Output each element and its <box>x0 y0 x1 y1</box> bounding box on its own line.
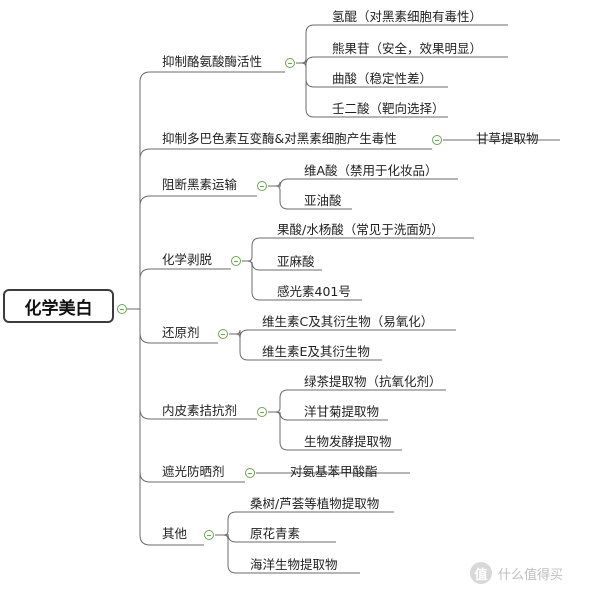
leaf-label: 维生素E及其衍生物 <box>262 344 370 359</box>
leaf-label: 曲酸（稳定性差） <box>332 71 433 86</box>
leaf-label: 海洋生物提取物 <box>250 557 338 572</box>
leaf-connector-line <box>296 62 448 118</box>
branch-label-transport: 阻断黑素运输 <box>162 177 238 192</box>
branch-label-reductant: 还原剂 <box>162 325 200 340</box>
leaf-label: 亚麻酸 <box>277 254 315 269</box>
leaf-label: 生物发酵提取物 <box>304 434 392 449</box>
root-node[interactable]: 化学美白 <box>3 289 114 323</box>
branch-collapse-toggle[interactable] <box>432 135 442 145</box>
leaf-label: 感光素401号 <box>277 284 351 299</box>
leaf-label: 果酸/水杨酸（常见于洗面奶） <box>277 222 444 237</box>
root-collapse-toggle[interactable] <box>117 304 127 314</box>
root-label: 化学美白 <box>24 298 93 319</box>
leaf-label: 桑树/芦荟等植物提取物 <box>250 496 380 511</box>
branch-connector-line <box>139 148 432 309</box>
leaf-label: 壬二酸（靶向选择） <box>332 101 445 116</box>
watermark-text: 什么值得买 <box>498 567 564 583</box>
branch-label-tyrosinase: 抑制酪氨酸酶活性 <box>162 54 263 69</box>
leaf-connector-line <box>229 329 456 339</box>
branch-connector-line <box>139 195 257 309</box>
branch-connector-line <box>139 268 231 309</box>
branch-label-sunscreen: 遮光防晒剂 <box>162 464 225 479</box>
leaf-label: 熊果苷（安全，效果明显） <box>332 41 483 56</box>
branch-collapse-toggle[interactable] <box>218 329 228 339</box>
leaf-label: 原花青素 <box>250 526 301 541</box>
branch-collapse-toggle[interactable] <box>257 181 267 191</box>
branch-collapse-toggle[interactable] <box>231 256 241 266</box>
branch-label-peeling: 化学剥脱 <box>162 252 213 267</box>
leaf-label: 洋甘菊提取物 <box>304 404 380 419</box>
branch-collapse-toggle[interactable] <box>285 58 295 68</box>
branch-collapse-toggle[interactable] <box>257 407 267 417</box>
leaf-label: 对氨基苯甲酸酯 <box>290 464 378 479</box>
branch-collapse-toggle[interactable] <box>245 468 255 478</box>
watermark: 值 什么值得买 <box>470 562 563 584</box>
leaf-label: 甘草提取物 <box>476 131 539 146</box>
leaf-label: 维生素C及其衍生物（易氧化） <box>262 314 434 329</box>
leaf-connector-line <box>268 411 402 451</box>
branch-label-other: 其他 <box>162 526 188 541</box>
leaf-label: 氢醌（对黑素细胞有毒性） <box>332 9 483 24</box>
leaf-connector-line <box>242 260 362 301</box>
watermark-logo-icon: 值 <box>470 562 492 584</box>
leaf-label: 亚油酸 <box>304 193 342 208</box>
branch-collapse-toggle[interactable] <box>204 530 214 540</box>
branch-connector-line <box>139 309 204 546</box>
leaf-label: 维A酸（禁用于化妆品） <box>304 163 438 178</box>
branch-label-dopachrome: 抑制多巴色素互变酶&对黑素细胞产生毒性 <box>162 131 397 146</box>
leaf-connector-line <box>215 534 360 574</box>
leaf-connector-line <box>215 511 394 536</box>
leaf-connector-line <box>268 178 458 188</box>
leaf-connector-line <box>268 185 352 210</box>
leaf-connector-line <box>296 56 508 66</box>
leaf-label: 绿茶提取物（抗氧化剂） <box>304 374 442 389</box>
branch-connector-line <box>139 71 285 309</box>
leaf-connector-line <box>229 333 382 361</box>
branch-label-endothelin: 内皮素拮抗剂 <box>162 403 238 418</box>
